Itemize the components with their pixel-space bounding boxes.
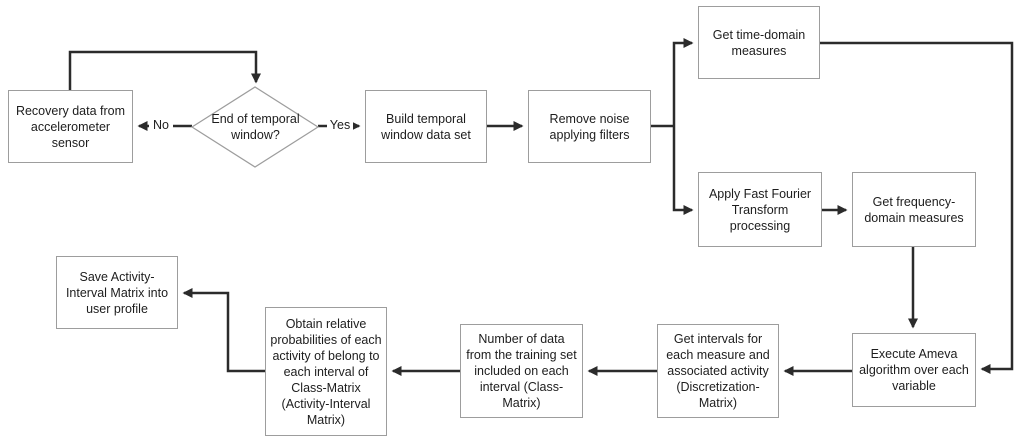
node-number-of-data-class-matrix: Number of data from the training set inc… xyxy=(460,324,583,418)
edge-obtain-to-save xyxy=(182,288,265,373)
decision-end-of-temporal-window-shape xyxy=(190,86,320,168)
node-get-frequency-domain-measures: Get frequency-domain measures xyxy=(852,172,976,247)
node-save-activity-interval-matrix: Save Activity-Interval Matrix into user … xyxy=(56,256,178,329)
decision-end-of-temporal-window-label: End of temporal window? xyxy=(211,112,300,142)
edge-recovery-to-decision xyxy=(68,50,261,90)
node-get-time-domain-measures: Get time-domain measures xyxy=(698,6,820,79)
node-execute-ameva-algorithm: Execute Ameva algorithm over each variab… xyxy=(852,333,976,407)
edge-time-to-ameva xyxy=(820,41,1014,374)
node-get-intervals-discretization-matrix: Get intervals for each measure and assoc… xyxy=(657,324,779,418)
edge-branch-to-time xyxy=(672,38,694,126)
edge-branch-to-fft xyxy=(672,126,694,215)
node-apply-fast-fourier-transform: Apply Fast Fourier Transform processing xyxy=(698,172,822,247)
node-recovery-data-from-accelerometer: Recovery data from accelerometer sensor xyxy=(8,90,133,163)
edge-label-no: No xyxy=(149,118,173,132)
edge-label-yes: Yes xyxy=(327,118,353,132)
node-obtain-relative-probabilities: Obtain relative probabilities of each ac… xyxy=(265,307,387,436)
node-build-temporal-window-data-set: Build temporal window data set xyxy=(365,90,487,163)
node-remove-noise-applying-filters: Remove noise applying filters xyxy=(528,90,651,163)
